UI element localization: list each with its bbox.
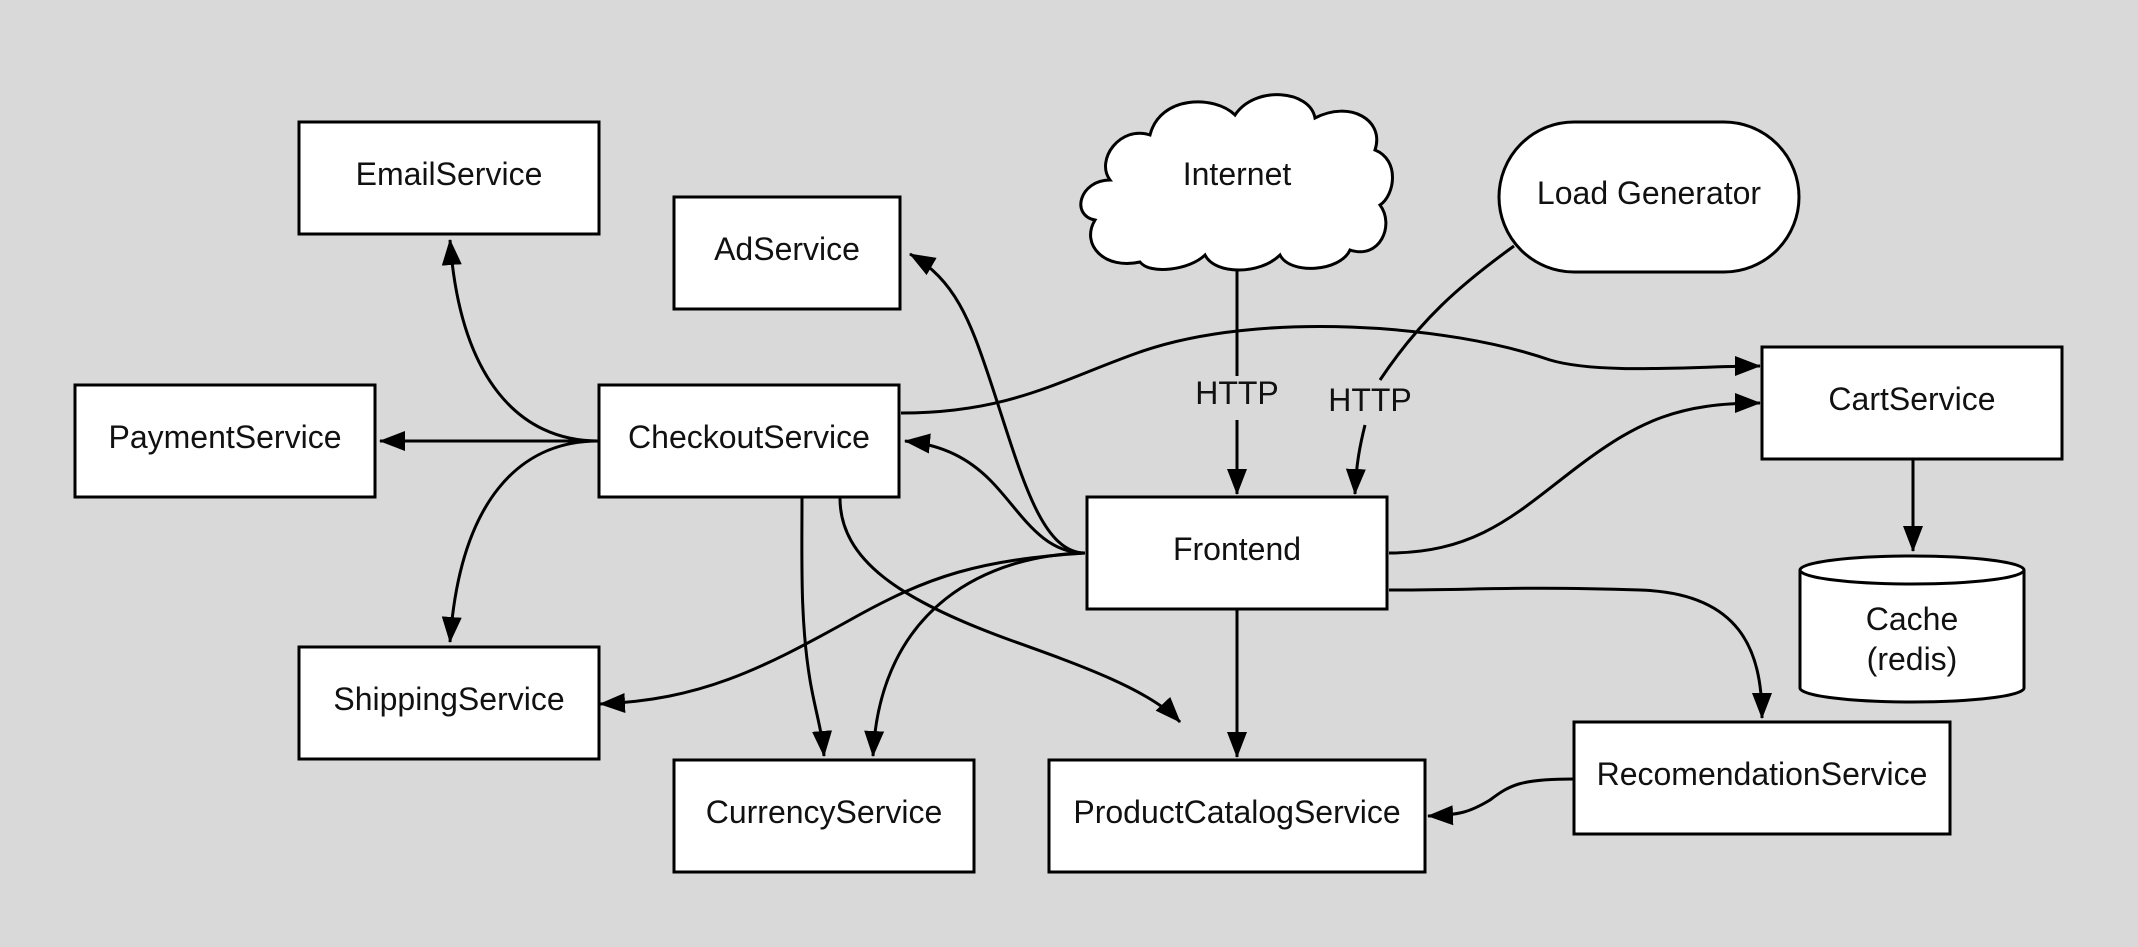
edge-frontend-currency bbox=[864, 551, 1086, 757]
edge-checkout-productcatalog bbox=[838, 497, 1182, 724]
cloud-icon bbox=[1079, 93, 1394, 272]
edge-loadgen-frontend bbox=[1378, 244, 1515, 381]
shipping-service-node[interactable]: ShippingService bbox=[297, 645, 601, 761]
recommendation-service-node[interactable]: RecomendationService bbox=[1572, 720, 1952, 836]
email-service-node[interactable]: EmailService bbox=[297, 120, 601, 236]
load-generator-label: Load Generator bbox=[1537, 175, 1762, 211]
edge-frontend-recommendation bbox=[1388, 586, 1772, 719]
frontend-node[interactable]: Frontend bbox=[1085, 495, 1389, 611]
cart-service-label: CartService bbox=[1828, 381, 1995, 417]
payment-service-label: PaymentService bbox=[109, 419, 342, 455]
http-label-loadgen: HTTP bbox=[1328, 382, 1412, 418]
email-service-label: EmailService bbox=[356, 156, 543, 192]
cylinder-rim bbox=[1798, 569, 2026, 586]
edge-recommendation-productcatalog bbox=[1427, 777, 1575, 826]
product-catalog-service-label: ProductCatalogService bbox=[1073, 794, 1400, 830]
cache-label: Cache bbox=[1866, 601, 1959, 637]
checkout-service-node[interactable]: CheckoutService bbox=[597, 383, 901, 499]
ad-service-label: AdService bbox=[714, 231, 860, 267]
edge-checkout-shipping bbox=[441, 439, 599, 643]
internet-label: Internet bbox=[1183, 156, 1292, 192]
currency-service-node[interactable]: CurrencyService bbox=[672, 758, 976, 874]
database-cylinder-icon bbox=[1798, 554, 2026, 704]
frontend-label: Frontend bbox=[1173, 531, 1301, 567]
internet-cloud-node[interactable]: Internet bbox=[1079, 93, 1394, 272]
edge-checkout-cart bbox=[900, 324, 1761, 415]
shipping-service-label: ShippingService bbox=[333, 681, 564, 717]
edge-frontend-checkout bbox=[904, 433, 1086, 555]
product-catalog-service-node[interactable]: ProductCatalogService bbox=[1047, 758, 1427, 874]
load-generator-node[interactable]: Load Generator bbox=[1497, 120, 1801, 274]
edge-frontend-cart bbox=[1388, 393, 1761, 555]
cache-redis-label: (redis) bbox=[1867, 641, 1958, 677]
edge-checkout-email bbox=[441, 239, 599, 443]
checkout-service-label: CheckoutService bbox=[628, 419, 870, 455]
payment-service-node[interactable]: PaymentService bbox=[73, 383, 377, 499]
cache-redis-node[interactable]: Cache (redis) bbox=[1798, 554, 2026, 704]
edge-frontend-shipping bbox=[599, 551, 1086, 713]
edge-checkout-currency bbox=[800, 497, 833, 757]
cart-service-node[interactable]: CartService bbox=[1760, 345, 2064, 461]
ad-service-node[interactable]: AdService bbox=[672, 195, 902, 311]
recommendation-service-label: RecomendationService bbox=[1597, 756, 1928, 792]
edge-loadgen-frontend-tail bbox=[1345, 424, 1367, 495]
edge-frontend-ad bbox=[909, 252, 1086, 555]
currency-service-label: CurrencyService bbox=[706, 794, 943, 830]
http-label-internet: HTTP bbox=[1195, 375, 1279, 411]
